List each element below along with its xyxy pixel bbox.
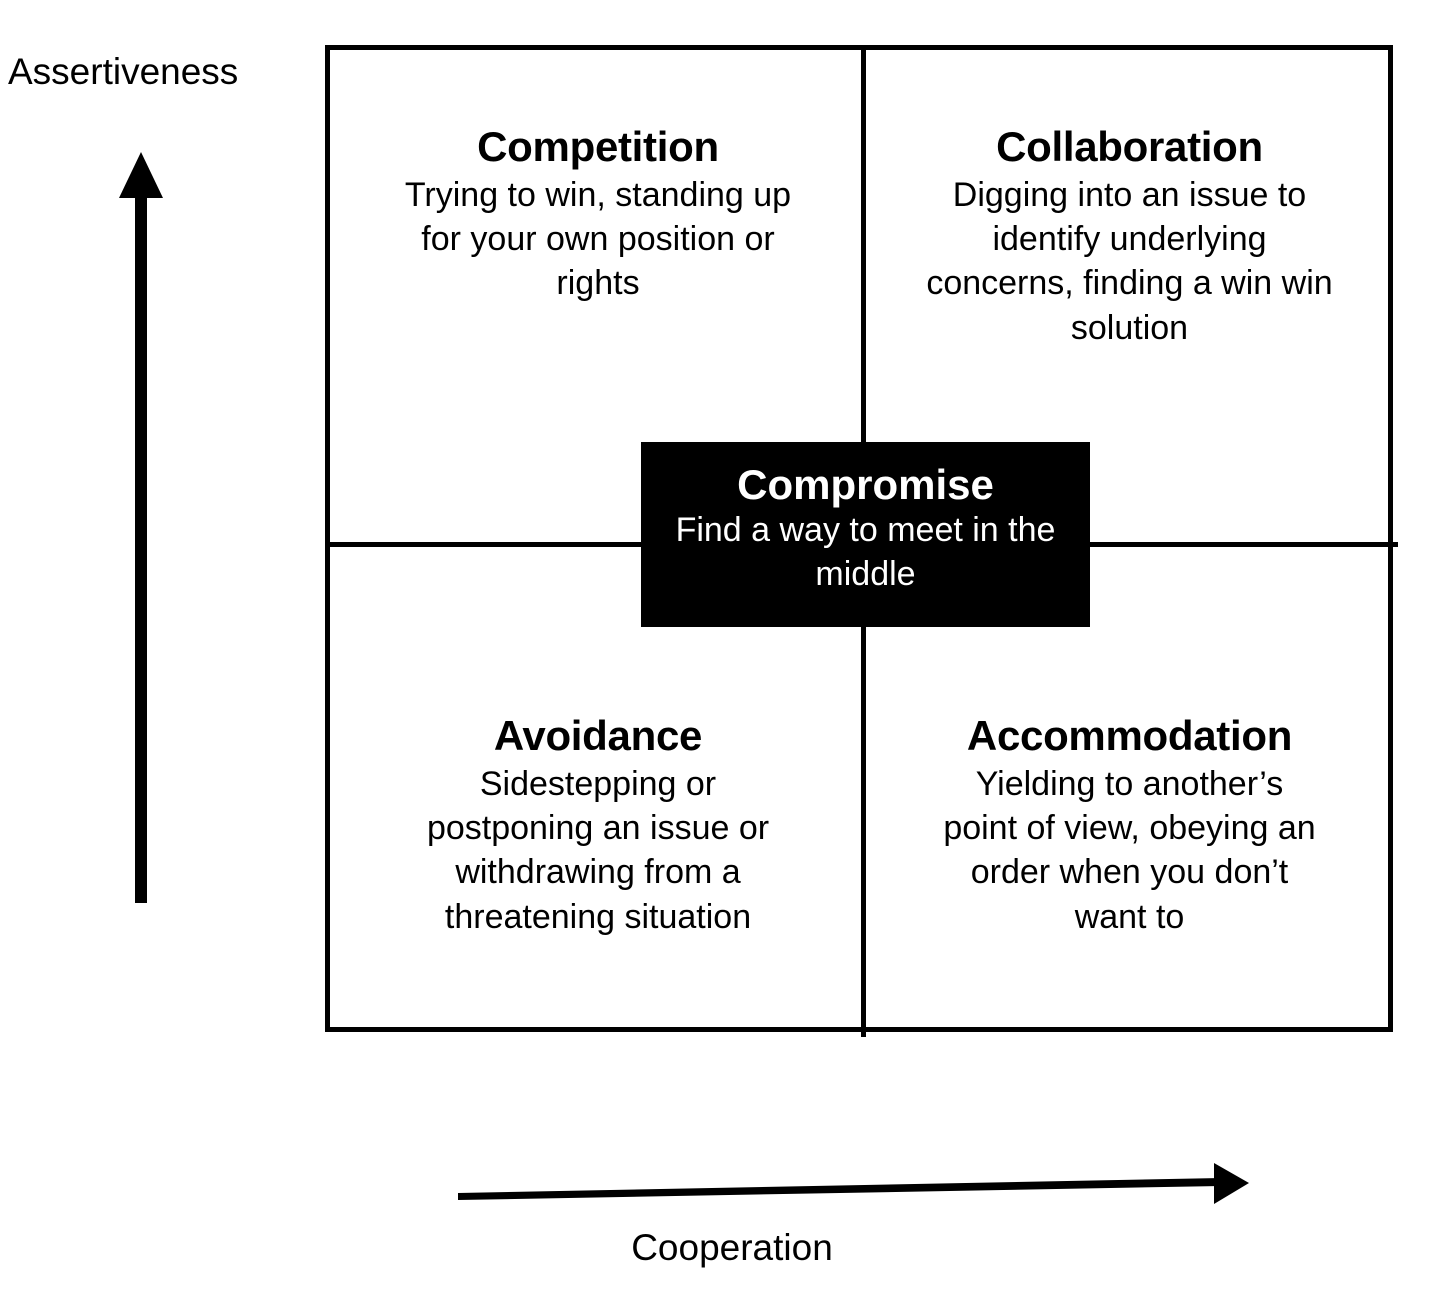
quadrant-description-accommodation: Yielding to another’s point of view, obe… (943, 765, 1316, 936)
vertical-axis-label: Assertiveness (8, 51, 239, 92)
quadrant-title-avoidance: Avoidance (493, 712, 703, 759)
quadrant-description-collaboration: Digging into an issue to identify underl… (926, 176, 1333, 347)
horizontal-axis-label: Cooperation (631, 1227, 833, 1268)
center-title-compromise: Compromise (737, 461, 994, 508)
quadrant-title-accommodation: Accommodation (966, 712, 1293, 759)
quadrant-avoidance[interactable]: Avoidance Sidestepping or postponing an … (335, 547, 861, 1032)
horizontal-axis-label-wrap: Cooperation (0, 1227, 1456, 1269)
quadrant-description-avoidance: Sidestepping or postponing an issue or w… (426, 765, 770, 936)
quadrant-description-competition: Trying to win, standing up for your own … (404, 176, 792, 303)
quadrant-collaboration[interactable]: Collaboration Digging into an issue to i… (866, 55, 1393, 542)
right-arrow-icon (458, 1163, 1249, 1204)
center-compromise-box[interactable]: Compromise Find a way to meet in the mid… (641, 442, 1090, 627)
quadrant-title-collaboration: Collaboration (996, 123, 1263, 170)
quadrant-title-competition: Competition (477, 123, 719, 170)
up-arrow-icon (119, 152, 163, 903)
center-description-compromise: Find a way to meet in the middle (675, 511, 1056, 593)
quadrant-accommodation[interactable]: Accommodation Yielding to another’s poin… (866, 547, 1393, 1032)
quadrant-competition[interactable]: Competition Trying to win, standing up f… (335, 55, 861, 542)
